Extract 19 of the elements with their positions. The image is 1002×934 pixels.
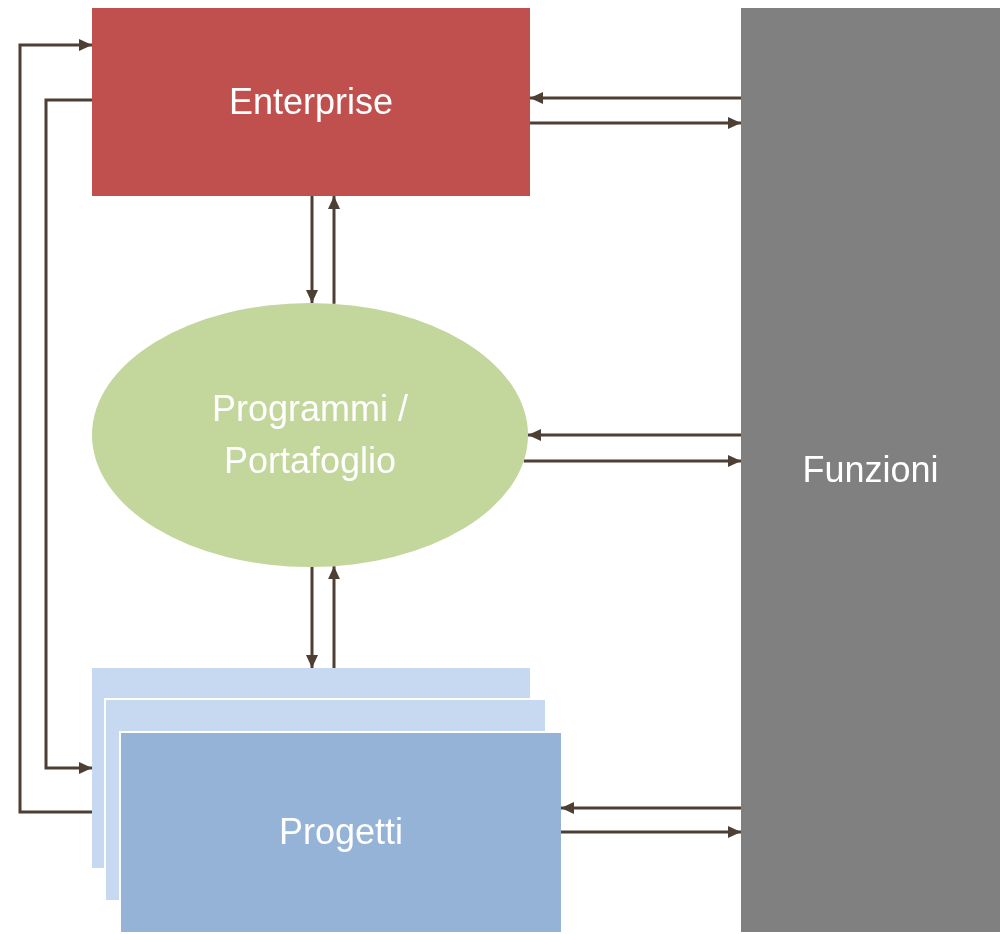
arrow [528,429,741,441]
arrow [306,196,318,303]
stacked-boxes [92,668,561,932]
arrow [18,39,92,814]
node-label: Progetti [278,810,404,855]
arrow [530,117,741,129]
process-box [741,8,1000,932]
arrow [328,566,340,668]
node-label: Funzioni [802,447,939,492]
node-label: Programmi / Portafoglio [211,386,409,483]
arrow [561,826,741,838]
arrow [523,455,741,467]
arrow [561,802,741,814]
arrow [530,92,741,104]
process-box [92,8,530,196]
node-label: Enterprise [228,79,394,124]
arrow [306,567,318,668]
arrow [328,196,340,304]
arrow [44,98,92,774]
